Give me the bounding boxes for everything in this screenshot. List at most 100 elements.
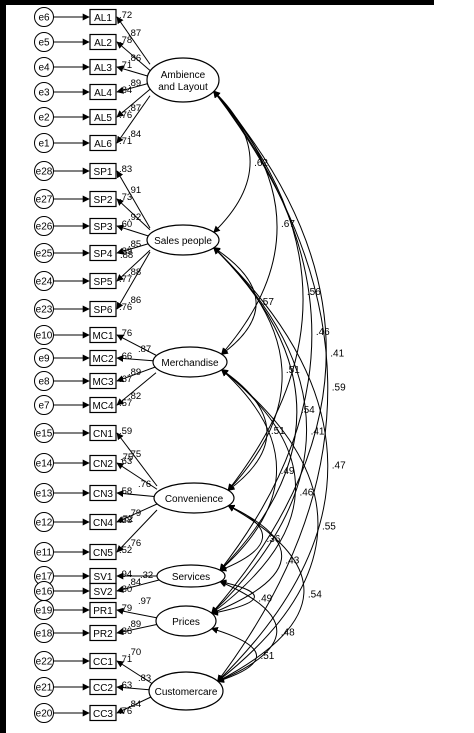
loading-value: .58 <box>119 486 132 497</box>
indicator-label: CN3 <box>93 489 113 500</box>
loading-value: .84 <box>119 85 132 96</box>
residual-value: .84 <box>128 577 141 588</box>
correlation-arc <box>213 247 329 682</box>
indicator-label: CC1 <box>93 657 113 668</box>
indicator-box <box>89 349 117 367</box>
indicator-box <box>89 543 117 561</box>
loading-path <box>116 198 151 231</box>
indicator-box <box>89 244 117 262</box>
indicator-label: CN1 <box>93 429 113 440</box>
residual-value: .91 <box>128 185 141 196</box>
correlation-value: .56 <box>307 287 321 298</box>
loading-value: .77 <box>119 274 132 285</box>
loading-value: .83 <box>119 164 132 175</box>
residual-value: .88 <box>128 267 141 278</box>
error-term-circle <box>34 82 54 102</box>
indicator-box <box>89 162 117 180</box>
residual-value: .89 <box>128 78 141 89</box>
correlation-arc <box>219 369 277 571</box>
latent-construct-label: Customercare <box>155 687 218 698</box>
error-term-circle <box>34 32 54 52</box>
loading-path <box>116 503 158 523</box>
loading-value: .76 <box>119 328 132 339</box>
correlation-arc <box>213 90 304 492</box>
latent-construct-ellipse <box>148 671 224 711</box>
error-term-label: e28 <box>36 167 53 178</box>
loading-value: .76 <box>119 110 132 121</box>
loading-path <box>116 660 153 684</box>
error-term-circle <box>34 107 54 127</box>
residual-value: .75 <box>128 449 141 460</box>
indicator-box <box>89 217 117 235</box>
indicator-label: SV1 <box>94 572 113 583</box>
loading-path <box>116 95 151 144</box>
error-term-circle <box>34 299 54 319</box>
error-term-circle <box>34 348 54 368</box>
error-term-circle <box>34 325 54 345</box>
indicator-box <box>89 484 117 502</box>
error-term-label: e1 <box>38 139 50 150</box>
indicator-box <box>89 58 117 76</box>
indicator-box <box>89 704 117 722</box>
error-term-circle <box>34 243 54 263</box>
correlation-value: .51 <box>286 365 300 376</box>
error-term-label: e17 <box>36 572 53 583</box>
error-term-label: e26 <box>36 222 53 233</box>
loading-path <box>116 462 158 490</box>
error-term-label: e10 <box>36 331 53 342</box>
error-term-label: e19 <box>36 606 53 617</box>
indicator-box <box>89 33 117 51</box>
error-term-label: e18 <box>36 629 53 640</box>
residual-value: .86 <box>128 295 141 306</box>
indicator-label: AL3 <box>94 63 112 74</box>
latent-construct-label: and Layout <box>158 82 208 93</box>
coefficient-labels: .72.78.87.71.86.84.89.76.87.71.84.83.73.… <box>119 10 346 717</box>
correlation-value: .51 <box>271 426 285 437</box>
error-term-label: e9 <box>38 354 50 365</box>
residual-value: .84 <box>128 699 141 710</box>
error-term-label: e11 <box>36 548 52 559</box>
correlation-value: .57 <box>260 297 274 308</box>
indicator-label: SV2 <box>94 587 113 598</box>
error-term-circle <box>34 271 54 291</box>
residual-value: .85 <box>128 239 141 250</box>
indicator-label: SP2 <box>94 195 113 206</box>
latent-construct-ellipse <box>152 346 228 378</box>
residual-value: .89 <box>128 619 141 630</box>
loading-path <box>116 242 151 255</box>
correlation-value: .48 <box>281 628 295 639</box>
residual-value: .86 <box>128 53 141 64</box>
loading-value: .76 <box>119 302 132 313</box>
loading-path <box>116 65 151 78</box>
indicator-label: MC4 <box>92 401 114 412</box>
error-term-circle <box>34 651 54 671</box>
error-term-label: e6 <box>38 13 50 24</box>
loading-path <box>116 366 157 383</box>
correlation-arcs <box>210 90 329 683</box>
indicator-box <box>89 652 117 670</box>
residual-value: .87 <box>128 28 141 39</box>
error-term-circle <box>34 453 54 473</box>
error-term-circle <box>34 395 54 415</box>
error-term-circle <box>34 371 54 391</box>
indicator-box <box>89 326 117 344</box>
loading-value: .71 <box>119 136 132 147</box>
correlation-arc <box>210 247 308 614</box>
indicator-box <box>89 513 117 531</box>
loading-path <box>116 372 157 406</box>
loading-path <box>116 251 151 310</box>
indicator-label: CN5 <box>93 548 113 559</box>
error-term-label: e3 <box>38 88 50 99</box>
latent-construct-label: Convenience <box>165 494 224 505</box>
loading-path <box>116 509 158 553</box>
top-frame-border <box>0 0 434 5</box>
loading-path <box>116 88 151 118</box>
correlation-arc <box>213 90 329 683</box>
correlation-value: .67 <box>281 219 295 230</box>
indicator-label: SP1 <box>94 167 113 178</box>
error-term-circle <box>34 703 54 723</box>
indicator-box <box>89 272 117 290</box>
residual-value: .92 <box>128 212 141 223</box>
error-term-label: e15 <box>36 429 53 440</box>
indicator-label: SP4 <box>94 249 113 260</box>
